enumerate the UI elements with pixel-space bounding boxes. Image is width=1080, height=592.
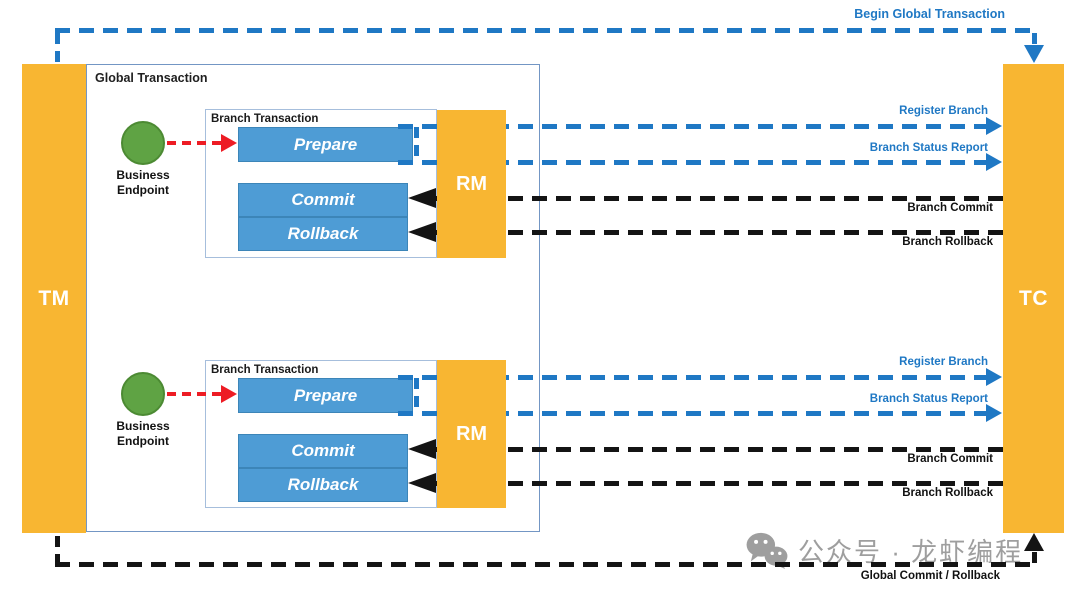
- register-branch-label: Register Branch: [899, 105, 988, 117]
- branch-rollback-arrowhead: [408, 473, 436, 493]
- global-commit-rollback-arrowhead: [1024, 533, 1044, 551]
- begin-global-transaction-line: [55, 28, 1037, 33]
- tc-node-label: TC: [1019, 286, 1048, 310]
- business-endpoint-label: Business Endpoint: [116, 419, 170, 449]
- global-commit-rollback-line: [55, 562, 1037, 567]
- prepare-action-label: Prepare: [293, 134, 358, 154]
- commit-action: Commit: [238, 183, 408, 217]
- business-endpoint-icon: [121, 121, 165, 165]
- register-branch-arrowhead: [986, 368, 1002, 386]
- watermark-text: 公众号 · 龙虾编程: [798, 536, 1024, 567]
- branch-commit-label: Branch Commit: [907, 202, 993, 214]
- branch-transaction-label: Branch Transaction: [211, 364, 319, 376]
- begin-global-transaction-label: Begin Global Transaction: [854, 7, 1005, 21]
- wechat-icon: [744, 531, 790, 569]
- register-branch-label: Register Branch: [899, 356, 988, 368]
- rollback-action-label: Rollback: [287, 475, 359, 494]
- endpoint-invoke-line: [167, 141, 223, 145]
- branch-status-report-line: [398, 160, 988, 165]
- begin-global-transaction-line-start: [55, 33, 60, 63]
- branch-commit-line: [436, 447, 1003, 452]
- branch-status-report-line: [398, 411, 988, 416]
- endpoint-invoke-arrowhead: [221, 134, 237, 152]
- begin-global-transaction-arrowhead: [1024, 45, 1044, 63]
- branch-status-report-arrowhead: [986, 153, 1002, 171]
- prepare-action: Prepare: [238, 127, 413, 162]
- prepare-bracket-line: [414, 378, 419, 413]
- rm-node-label: RM: [455, 172, 488, 195]
- branch-rollback-label: Branch Rollback: [902, 487, 993, 499]
- branch-rollback-line: [436, 481, 1003, 486]
- branch-transaction-label: Branch Transaction: [211, 113, 319, 125]
- branch-commit-arrowhead: [408, 188, 436, 208]
- global-commit-rollback-label: Global Commit / Rollback: [860, 570, 1000, 582]
- watermark: 公众号 · 龙虾编程: [744, 531, 1023, 569]
- global-transaction-box: Global Transaction: [86, 64, 540, 532]
- branch-group-1: Branch Transaction Business Endpoint Pre…: [0, 105, 1080, 259]
- begin-global-transaction-line-end: [1032, 33, 1037, 46]
- rollback-action-label: Rollback: [287, 224, 359, 243]
- rm-node: RM: [437, 110, 506, 258]
- global-transaction-label: Global Transaction: [95, 71, 208, 85]
- global-commit-rollback-line-start: [55, 536, 60, 562]
- rm-node: RM: [437, 360, 506, 508]
- branch-rollback-line: [436, 230, 1003, 235]
- business-endpoint-label: Business Endpoint: [116, 168, 170, 198]
- branch-commit-label: Branch Commit: [907, 453, 993, 465]
- endpoint-invoke-arrowhead: [221, 385, 237, 403]
- prepare-bracket-line: [414, 127, 419, 162]
- prepare-action: Prepare: [238, 378, 413, 413]
- rm-node-label: RM: [455, 422, 488, 445]
- branch-status-report-arrowhead: [986, 404, 1002, 422]
- branch-commit-line: [436, 196, 1003, 201]
- register-branch-line: [398, 124, 988, 129]
- endpoint-invoke-line: [167, 392, 223, 396]
- register-branch-line: [398, 375, 988, 380]
- branch-rollback-arrowhead: [408, 222, 436, 242]
- rollback-action: Rollback: [238, 468, 408, 502]
- commit-action-label: Commit: [291, 441, 355, 460]
- rollback-action: Rollback: [238, 217, 408, 251]
- tm-node-label: TM: [38, 286, 70, 310]
- branch-status-report-label: Branch Status Report: [869, 393, 988, 405]
- commit-action: Commit: [238, 434, 408, 468]
- branch-status-report-label: Branch Status Report: [869, 142, 988, 154]
- branch-group-2: Branch Transaction Business Endpoint Pre…: [0, 356, 1080, 510]
- branch-commit-arrowhead: [408, 439, 436, 459]
- commit-action-label: Commit: [291, 190, 355, 209]
- branch-rollback-label: Branch Rollback: [902, 236, 993, 248]
- global-commit-rollback-line-end: [1032, 552, 1037, 563]
- business-endpoint-icon: [121, 372, 165, 416]
- tc-node: TC: [1003, 64, 1064, 533]
- register-branch-arrowhead: [986, 117, 1002, 135]
- tm-node: TM: [22, 64, 86, 533]
- prepare-action-label: Prepare: [293, 385, 358, 405]
